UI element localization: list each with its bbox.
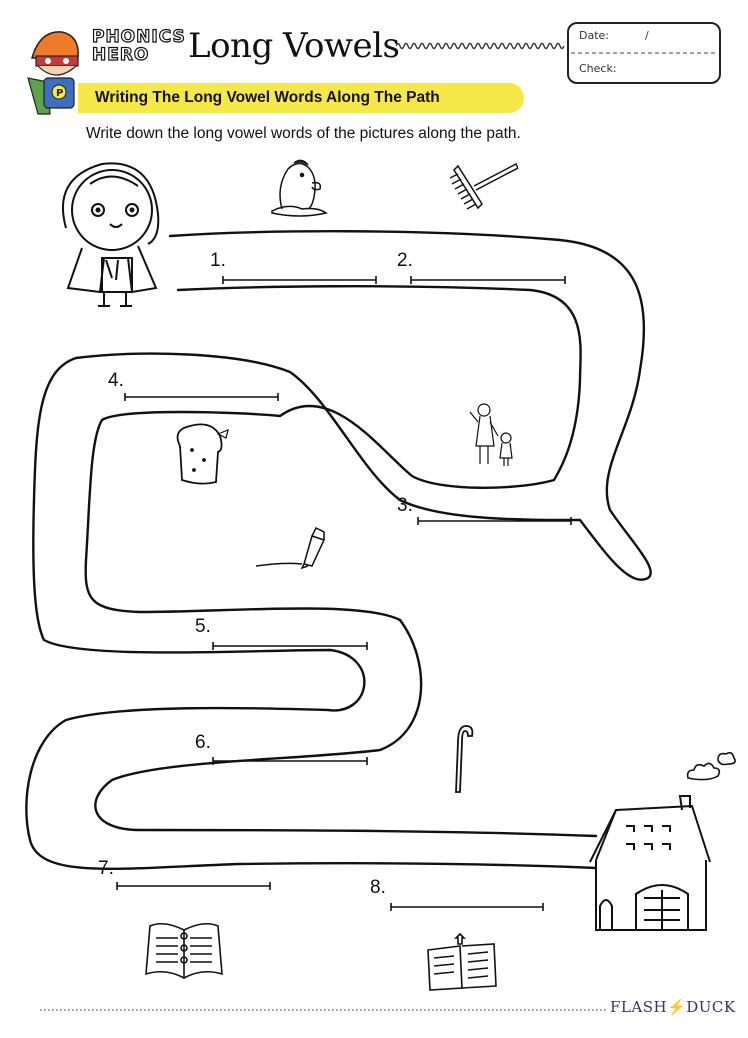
cane-icon [455,725,474,793]
flashduck-logo: FLASH⚡DUCK [610,998,736,1016]
answer-number-6: 6. [195,732,211,753]
date-label: Date: [579,29,609,42]
date-check-box [567,22,721,84]
phonics-hero-mascot-icon: P [27,31,79,115]
book-icon [427,932,497,991]
date-separator: / [645,29,649,42]
lightning-icon: ⚡ [667,998,687,1016]
footer-brand-left: FLASH [610,998,668,1016]
answer-number-7: 7. [98,858,114,879]
toast-icon [176,423,229,485]
brand-line1: PHONICS [91,27,186,47]
smoke-icon [686,751,736,781]
answer-number-3: 3. [397,495,413,516]
open-book-icon [145,922,223,979]
answer-number-8: 8. [370,877,386,898]
check-label: Check: [579,62,617,75]
man-and-child-icon [469,403,513,466]
answer-number-2: 2. [397,250,413,271]
decorative-wave [396,42,565,50]
answer-number-5: 5. [195,616,211,637]
page-title: Long Vowels [188,26,400,66]
brand-logo: PHONICS HERO [91,27,186,72]
answer-number-1: 1. [210,250,226,271]
mole-icon [271,159,328,217]
answer-lines [116,276,572,911]
footer-divider [40,1009,606,1011]
house-icon [589,795,711,931]
svg-text:P: P [56,88,63,99]
subtitle-banner [78,83,524,113]
pencil-icon [255,526,326,570]
brand-line2: HERO [91,45,150,65]
girl-icon [61,162,160,307]
subtitle-text: Writing The Long Vowel Words Along The P… [95,89,440,106]
footer-brand-right: DUCK [686,998,736,1016]
date-box-divider [571,52,717,54]
answer-number-4: 4. [108,370,124,391]
rake-icon [449,162,518,210]
instruction-text: Write down the long vowel words of the p… [86,125,521,142]
